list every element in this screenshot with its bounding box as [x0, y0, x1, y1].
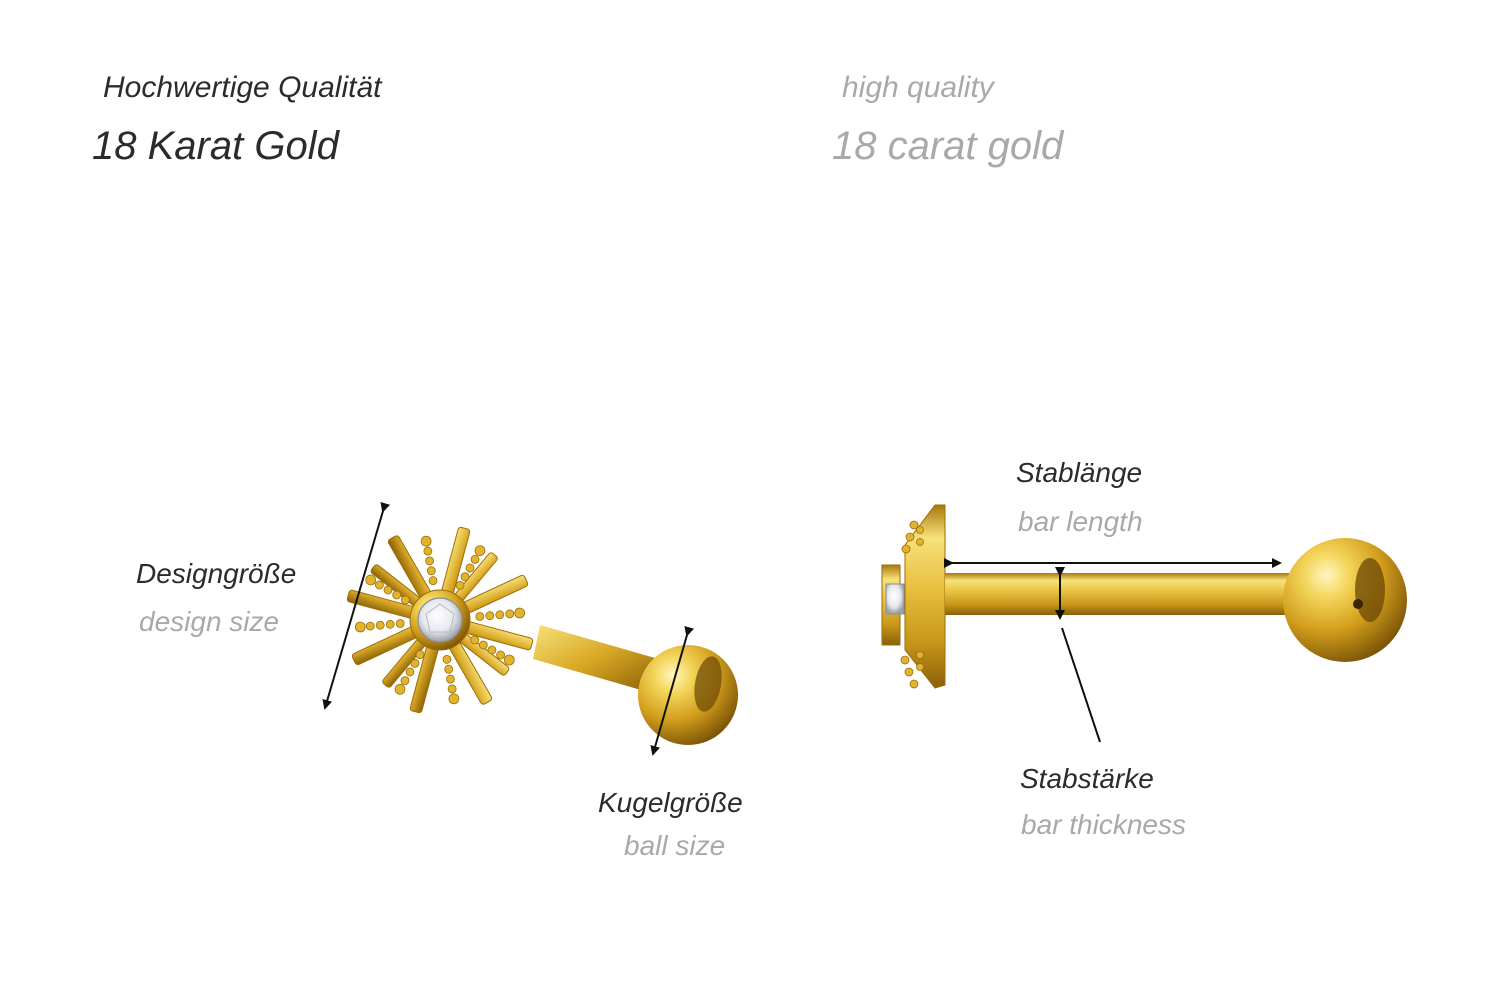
ball-size-label-de: Kugelgröße [598, 787, 743, 818]
left-gem [417, 597, 463, 643]
design-size-arrow [322, 501, 391, 710]
bar-thickness-label-en: bar thickness [1021, 809, 1186, 840]
right-starburst-side [881, 504, 946, 689]
left-starburst [346, 526, 534, 714]
design-size-label-de: Designgröße [136, 558, 297, 589]
right-piercing [881, 504, 1407, 743]
bar-thickness-label-de: Stabstärke [1020, 763, 1154, 794]
design-size-label-en: design size [139, 606, 280, 637]
left-piercing [322, 501, 738, 756]
left-ball [638, 645, 738, 745]
ball-size-arrow [650, 625, 695, 756]
gold-heading-en: 18 carat gold [832, 124, 1064, 168]
bar-length-label-en: bar length [1018, 506, 1143, 537]
quality-heading-en: high quality [842, 71, 994, 104]
gold-heading-de: 18 Karat Gold [92, 124, 339, 168]
quality-heading-de: Hochwertige Qualität [103, 71, 382, 104]
right-bar [945, 573, 1290, 615]
bar-length-label-de: Stablänge [1016, 457, 1143, 488]
bar-thickness-leader [1061, 627, 1101, 743]
ball-size-label-en: ball size [624, 830, 726, 861]
left-bar [533, 625, 655, 692]
right-ball [1283, 538, 1407, 662]
